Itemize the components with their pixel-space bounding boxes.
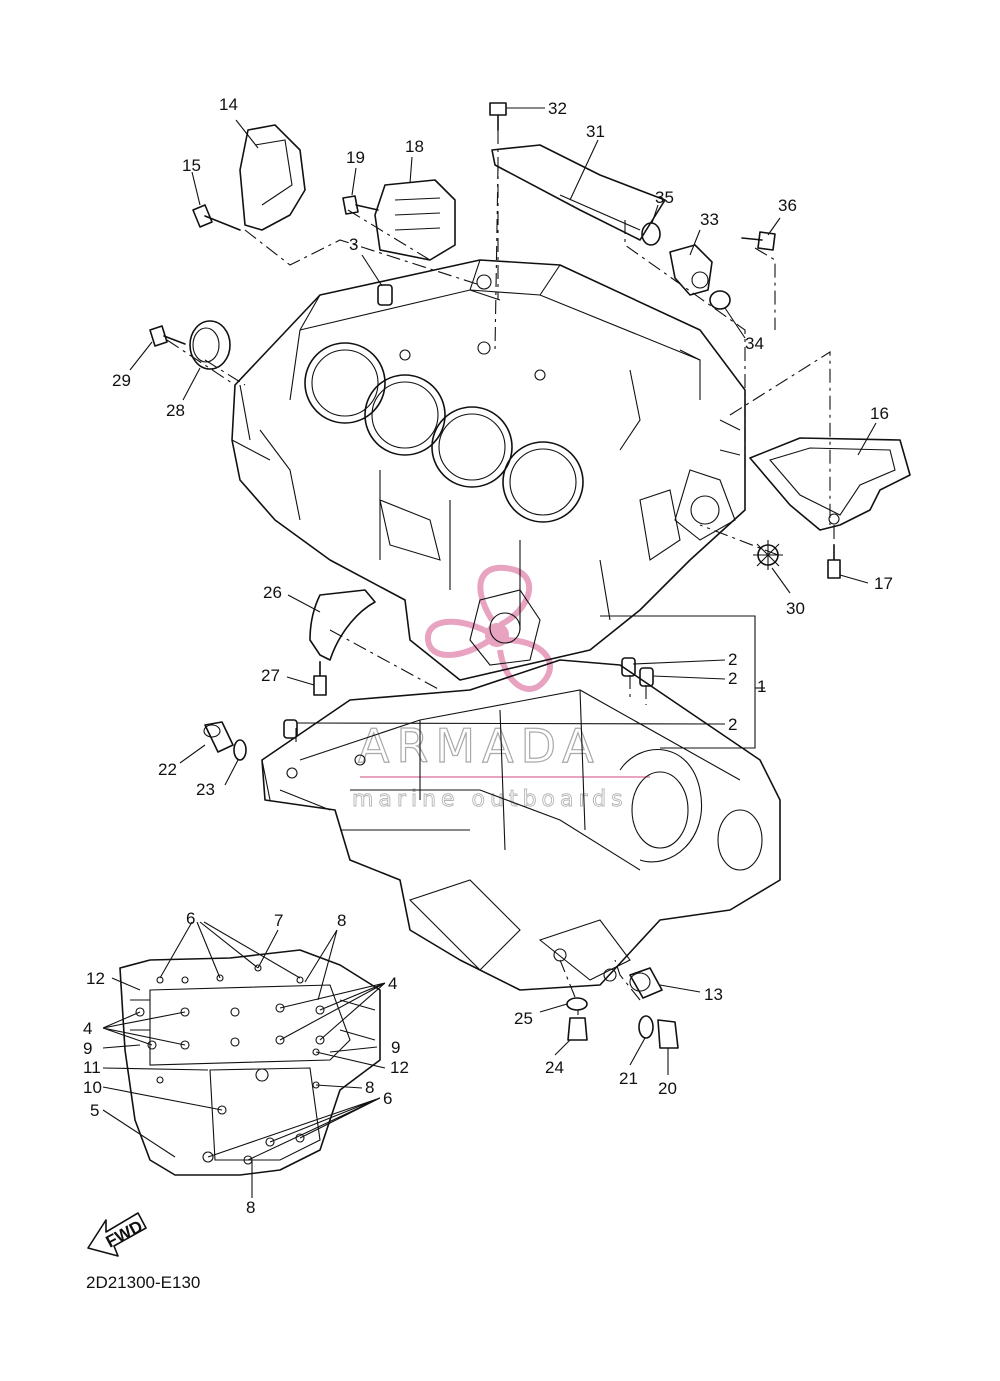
diagram-code: 2D21300-E130 [86, 1273, 200, 1292]
callout-22: 22 [158, 760, 177, 779]
part-36-bolt [741, 231, 776, 251]
callout-27: 27 [261, 666, 280, 685]
part-28-cap [189, 320, 231, 370]
callout-15: 15 [182, 156, 201, 175]
callout-32: 32 [548, 99, 567, 118]
callout-2: 2 [728, 715, 737, 734]
part-21-oring [638, 1015, 654, 1039]
callout-3: 3 [349, 235, 358, 254]
watermark-tagline: marine outboards [352, 787, 628, 812]
callout-18: 18 [405, 137, 424, 156]
callout-13: 13 [704, 985, 723, 1004]
watermark-logo: ARMADA marine outboards [352, 564, 650, 812]
callout-30: 30 [786, 599, 805, 618]
callout-35: 35 [655, 188, 674, 207]
part-24-filter [567, 1017, 588, 1041]
callout-26: 26 [263, 583, 282, 602]
watermark-brand: ARMADA [358, 719, 601, 773]
callout-16: 16 [870, 404, 889, 423]
callout-12: 12 [390, 1058, 409, 1077]
part-31-bracket [491, 144, 666, 241]
callout-4: 4 [83, 1019, 92, 1038]
part-23-oring [233, 739, 247, 761]
callout-2: 2 [728, 650, 737, 669]
part-2-dowels [283, 657, 654, 739]
callout-11: 11 [83, 1058, 101, 1077]
upper-crankcase [231, 259, 746, 681]
callout-36: 36 [778, 196, 797, 215]
callout-10: 10 [83, 1078, 102, 1097]
part-3-dowel [377, 284, 393, 306]
callout-8: 8 [337, 911, 346, 930]
callout-8: 8 [365, 1078, 374, 1097]
part-35-oring [641, 222, 661, 246]
part-13-plug [629, 967, 663, 999]
callout-25: 25 [514, 1009, 533, 1028]
callout-33: 33 [700, 210, 719, 229]
assembly-lines [166, 130, 835, 1015]
callout-6: 6 [383, 1089, 392, 1108]
part-16-cover [749, 437, 911, 531]
callout-12: 12 [86, 969, 105, 988]
part-19-bolt [342, 195, 379, 215]
callout-31: 31 [586, 122, 605, 141]
part-32-bolt [489, 102, 507, 131]
callout-21: 21 [619, 1069, 638, 1088]
part-17-bolt [827, 544, 841, 579]
callout-20: 20 [658, 1079, 677, 1098]
callout-24: 24 [545, 1058, 564, 1077]
bolt-layout-inset [119, 949, 381, 1176]
fwd-arrow-icon: FWD [87, 1212, 147, 1257]
callout-8: 8 [246, 1198, 255, 1217]
part-30-gear [753, 540, 783, 570]
callout-labels: 1 2 2 2 3 4 4 5 6 6 7 8 8 8 9 9 10 11 12… [83, 95, 893, 1217]
part-33-sensor [669, 244, 713, 296]
part-34-seal [709, 290, 731, 310]
watermark-propeller-icon [424, 564, 553, 692]
callout-19: 19 [346, 148, 365, 167]
leader-lines [102, 107, 877, 1198]
callout-14: 14 [219, 95, 238, 114]
callout-29: 29 [112, 371, 131, 390]
callout-34: 34 [745, 334, 764, 353]
lower-crankcase [261, 659, 781, 991]
callout-17: 17 [874, 574, 893, 593]
callout-9: 9 [83, 1039, 92, 1058]
part-29-bolt [149, 325, 186, 347]
callout-23: 23 [196, 780, 215, 799]
part-25-oring [566, 997, 588, 1011]
callout-4: 4 [388, 974, 397, 993]
callout-9: 9 [391, 1038, 400, 1057]
callout-1: 1 [757, 677, 766, 696]
part-14-cover [239, 124, 306, 231]
callout-2: 2 [728, 669, 737, 688]
callout-7: 7 [274, 911, 283, 930]
callout-6: 6 [186, 909, 195, 928]
part-15-bolt [192, 204, 241, 231]
part-18-plate [374, 179, 456, 261]
callout-28: 28 [166, 401, 185, 420]
callout-5: 5 [90, 1101, 99, 1120]
part-22-plug [203, 721, 234, 753]
part-20-plug [657, 1019, 679, 1049]
